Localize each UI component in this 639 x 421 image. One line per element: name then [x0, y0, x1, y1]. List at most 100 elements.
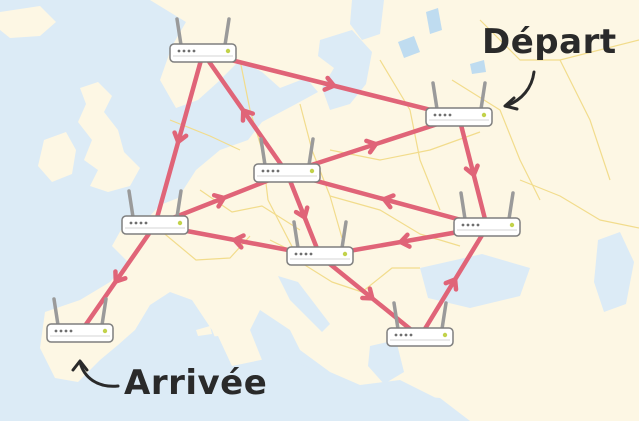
router-port-dot [466, 223, 470, 227]
router-icon [121, 189, 189, 235]
direction-arrow-icon [211, 193, 227, 209]
router-antenna-right [340, 220, 348, 250]
direction-arrow-icon [172, 130, 189, 145]
router-status-led [177, 220, 183, 226]
router-port-dot [139, 221, 143, 225]
router-antenna-left [431, 81, 439, 111]
router-status-led [442, 332, 448, 338]
balearic [196, 326, 212, 336]
router-icon [425, 81, 493, 127]
country-border-14 [559, 59, 611, 181]
router-port-dot [409, 333, 413, 337]
label-pointers [71, 70, 536, 388]
router-antenna-left [52, 297, 60, 327]
routers [46, 17, 521, 347]
route-links [77, 50, 490, 340]
router-port-dot [294, 252, 298, 256]
router-port-dot [404, 333, 408, 337]
router-port-dot [399, 333, 403, 337]
router-port-dot [443, 113, 447, 117]
country-border-5 [379, 59, 441, 211]
router-port-dot [187, 49, 191, 53]
router-antenna-right [223, 17, 231, 47]
country-border-12 [329, 195, 461, 247]
router-icon [253, 137, 321, 183]
corsica [236, 290, 246, 310]
router-icon [386, 301, 454, 347]
cyprus [500, 368, 526, 382]
end-pointer-arrow [78, 360, 120, 388]
end-label: Arrivée [124, 363, 268, 403]
router-status-led [102, 328, 108, 334]
router-port-dot [177, 49, 181, 53]
router-status-led [225, 48, 231, 54]
start-label: Départ [482, 22, 617, 62]
router-port-dot [276, 169, 280, 173]
router-port-dot [304, 252, 308, 256]
router-antenna-right [507, 191, 515, 221]
router-port-dot [261, 169, 265, 173]
router-port-dot [182, 49, 186, 53]
router-status-led [509, 222, 515, 228]
router-body [453, 217, 521, 237]
router-port-dot [129, 221, 133, 225]
router-status-led [309, 168, 315, 174]
direction-arrow-icon [398, 232, 412, 249]
router-antenna-right [307, 137, 315, 167]
router-port-dot [69, 329, 73, 333]
great-britain [78, 82, 140, 192]
aegean-sea [368, 340, 404, 384]
direction-arrow-icon [364, 138, 379, 155]
start-pointer-arrowhead [503, 96, 519, 111]
direction-arrow-icon [322, 75, 337, 92]
router-antenna-left [259, 137, 267, 167]
router-port-dot [299, 252, 303, 256]
router-port-dot [54, 329, 58, 333]
router-port-dot [471, 223, 475, 227]
router-port-dot [448, 113, 452, 117]
sardinia [232, 316, 246, 348]
router-icon [169, 17, 237, 63]
router-antenna-right [479, 81, 487, 111]
direction-arrow-icon [381, 193, 396, 210]
router-antenna-left [292, 220, 300, 250]
router-port-dot [144, 221, 148, 225]
caspian-sea [594, 232, 634, 312]
direction-arrow-icon [232, 233, 246, 250]
router-port-dot [476, 223, 480, 227]
iceland [0, 6, 56, 38]
router-antenna-right [175, 189, 183, 219]
router-body [253, 163, 321, 183]
router-status-led [342, 251, 348, 257]
rybinsk-reservoir [470, 60, 486, 74]
country-border-6 [451, 79, 541, 201]
lake-onega [426, 8, 442, 34]
direction-arrow-icon [293, 205, 310, 220]
router-antenna-left [392, 301, 400, 331]
direction-arrow-icon [463, 163, 480, 178]
router-port-dot [64, 329, 68, 333]
router-port-dot [59, 329, 63, 333]
router-antenna-left [175, 17, 183, 47]
mediterranean [140, 336, 470, 421]
country-border-11 [519, 179, 639, 229]
router-status-led [481, 112, 487, 118]
gulf-of-bothnia [350, 0, 384, 40]
end-pointer-arrowhead [71, 359, 89, 372]
router-antenna-right [440, 301, 448, 331]
router-port-dot [438, 113, 442, 117]
router-body [286, 246, 354, 266]
mainland [40, 0, 639, 421]
lake-ladoga [398, 36, 420, 58]
router-port-dot [394, 333, 398, 337]
start-pointer-arrow [504, 70, 536, 108]
router-port-dot [266, 169, 270, 173]
router-body [386, 327, 454, 347]
router-port-dot [461, 223, 465, 227]
router-port-dot [271, 169, 275, 173]
direction-arrow-icon [360, 286, 375, 301]
direction-arrow-icon [113, 269, 128, 284]
router-icon [453, 191, 521, 237]
